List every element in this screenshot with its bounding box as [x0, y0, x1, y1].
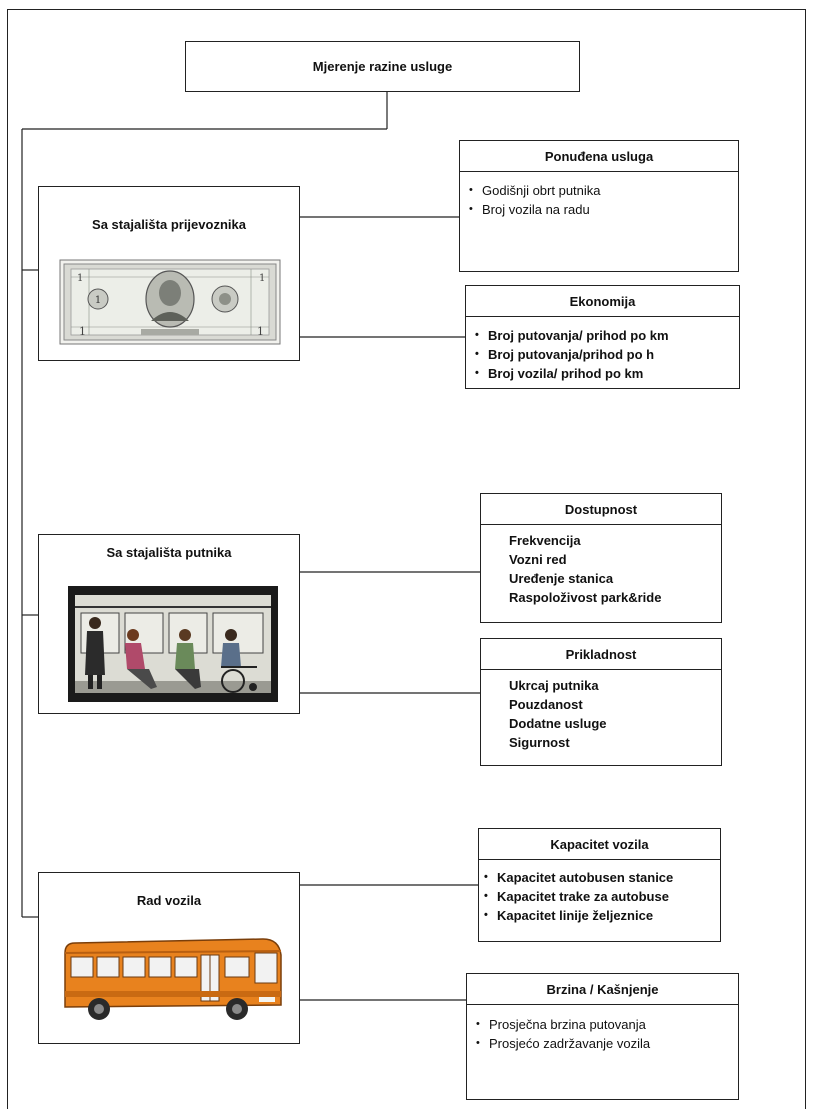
box-speed-delay-title: Brzina / Kašnjenje — [467, 974, 738, 1005]
list-item: Ukrcaj putnika — [509, 678, 599, 693]
diagram-frame — [7, 9, 806, 1109]
list-item: Godišnji obrt putnika — [468, 181, 730, 200]
list-item: Sigurnost — [509, 735, 570, 750]
perspective-vehicle-box: Rad vozila — [38, 872, 300, 1044]
list-item: Vozni red — [509, 552, 567, 567]
list-item: Broj putovanja/prihod po h — [474, 345, 731, 364]
box-vehicle-capacity: Kapacitet vozila Kapacitet autobusen sta… — [478, 828, 721, 942]
perspective-carrier-box: Sa stajališta prijevoznika 1 1 1 1 1 — [38, 186, 300, 361]
svg-text:1: 1 — [257, 325, 264, 338]
box-offered-service-title: Ponuđena usluga — [460, 141, 738, 172]
perspective-passenger-label: Sa stajališta putnika — [106, 545, 232, 560]
list-item: Raspoloživost park&ride — [509, 590, 662, 605]
svg-text:1: 1 — [95, 295, 101, 306]
list-item: Broj putovanja/ prihod po km — [474, 326, 731, 345]
box-economy: Ekonomija Broj putovanja/ prihod po km B… — [465, 285, 740, 389]
list-item: Uređenje stanica — [509, 571, 614, 586]
box-suitability: Prikladnost Ukrcaj putnika Pouzdanost Do… — [480, 638, 722, 766]
list-item: Prosječna brzina putovanja — [475, 1015, 730, 1034]
orange-bus-icon — [64, 938, 282, 1020]
svg-text:1: 1 — [79, 325, 86, 338]
svg-text:1: 1 — [77, 273, 83, 284]
box-suitability-title: Prikladnost — [481, 639, 721, 670]
svg-text:1: 1 — [259, 273, 265, 284]
root-box: Mjerenje razine usluge — [185, 41, 580, 92]
perspective-vehicle-label: Rad vozila — [136, 893, 202, 908]
bus-passengers-icon — [68, 586, 278, 702]
box-economy-title: Ekonomija — [466, 286, 739, 317]
list-item: Prosjećo zadržavanje vozila — [475, 1034, 730, 1053]
list-item: Dodatne usluge — [509, 716, 607, 731]
box-offered-service: Ponuđena usluga Godišnji obrt putnika Br… — [459, 140, 739, 272]
dollar-bill-icon: 1 1 1 1 1 — [59, 259, 281, 345]
box-accessibility: Dostupnost Frekvencija Vozni red Uređenj… — [480, 493, 722, 623]
box-accessibility-title: Dostupnost — [481, 494, 721, 525]
list-item: Kapacitet linije željeznice — [483, 906, 712, 925]
list-item: Broj vozila/ prihod po km — [474, 364, 731, 383]
root-title: Mjerenje razine usluge — [312, 59, 453, 74]
box-speed-delay: Brzina / Kašnjenje Prosječna brzina puto… — [466, 973, 739, 1100]
list-item: Kapacitet trake za autobuse — [483, 887, 712, 906]
list-item: Broj vozila na radu — [468, 200, 730, 219]
perspective-passenger-box: Sa stajališta putnika — [38, 534, 300, 714]
box-vehicle-capacity-title: Kapacitet vozila — [479, 829, 720, 860]
list-item: Kapacitet autobusen stanice — [483, 868, 712, 887]
list-item: Frekvencija — [509, 533, 581, 548]
list-item: Pouzdanost — [509, 697, 583, 712]
perspective-carrier-label: Sa stajališta prijevoznika — [92, 217, 246, 232]
